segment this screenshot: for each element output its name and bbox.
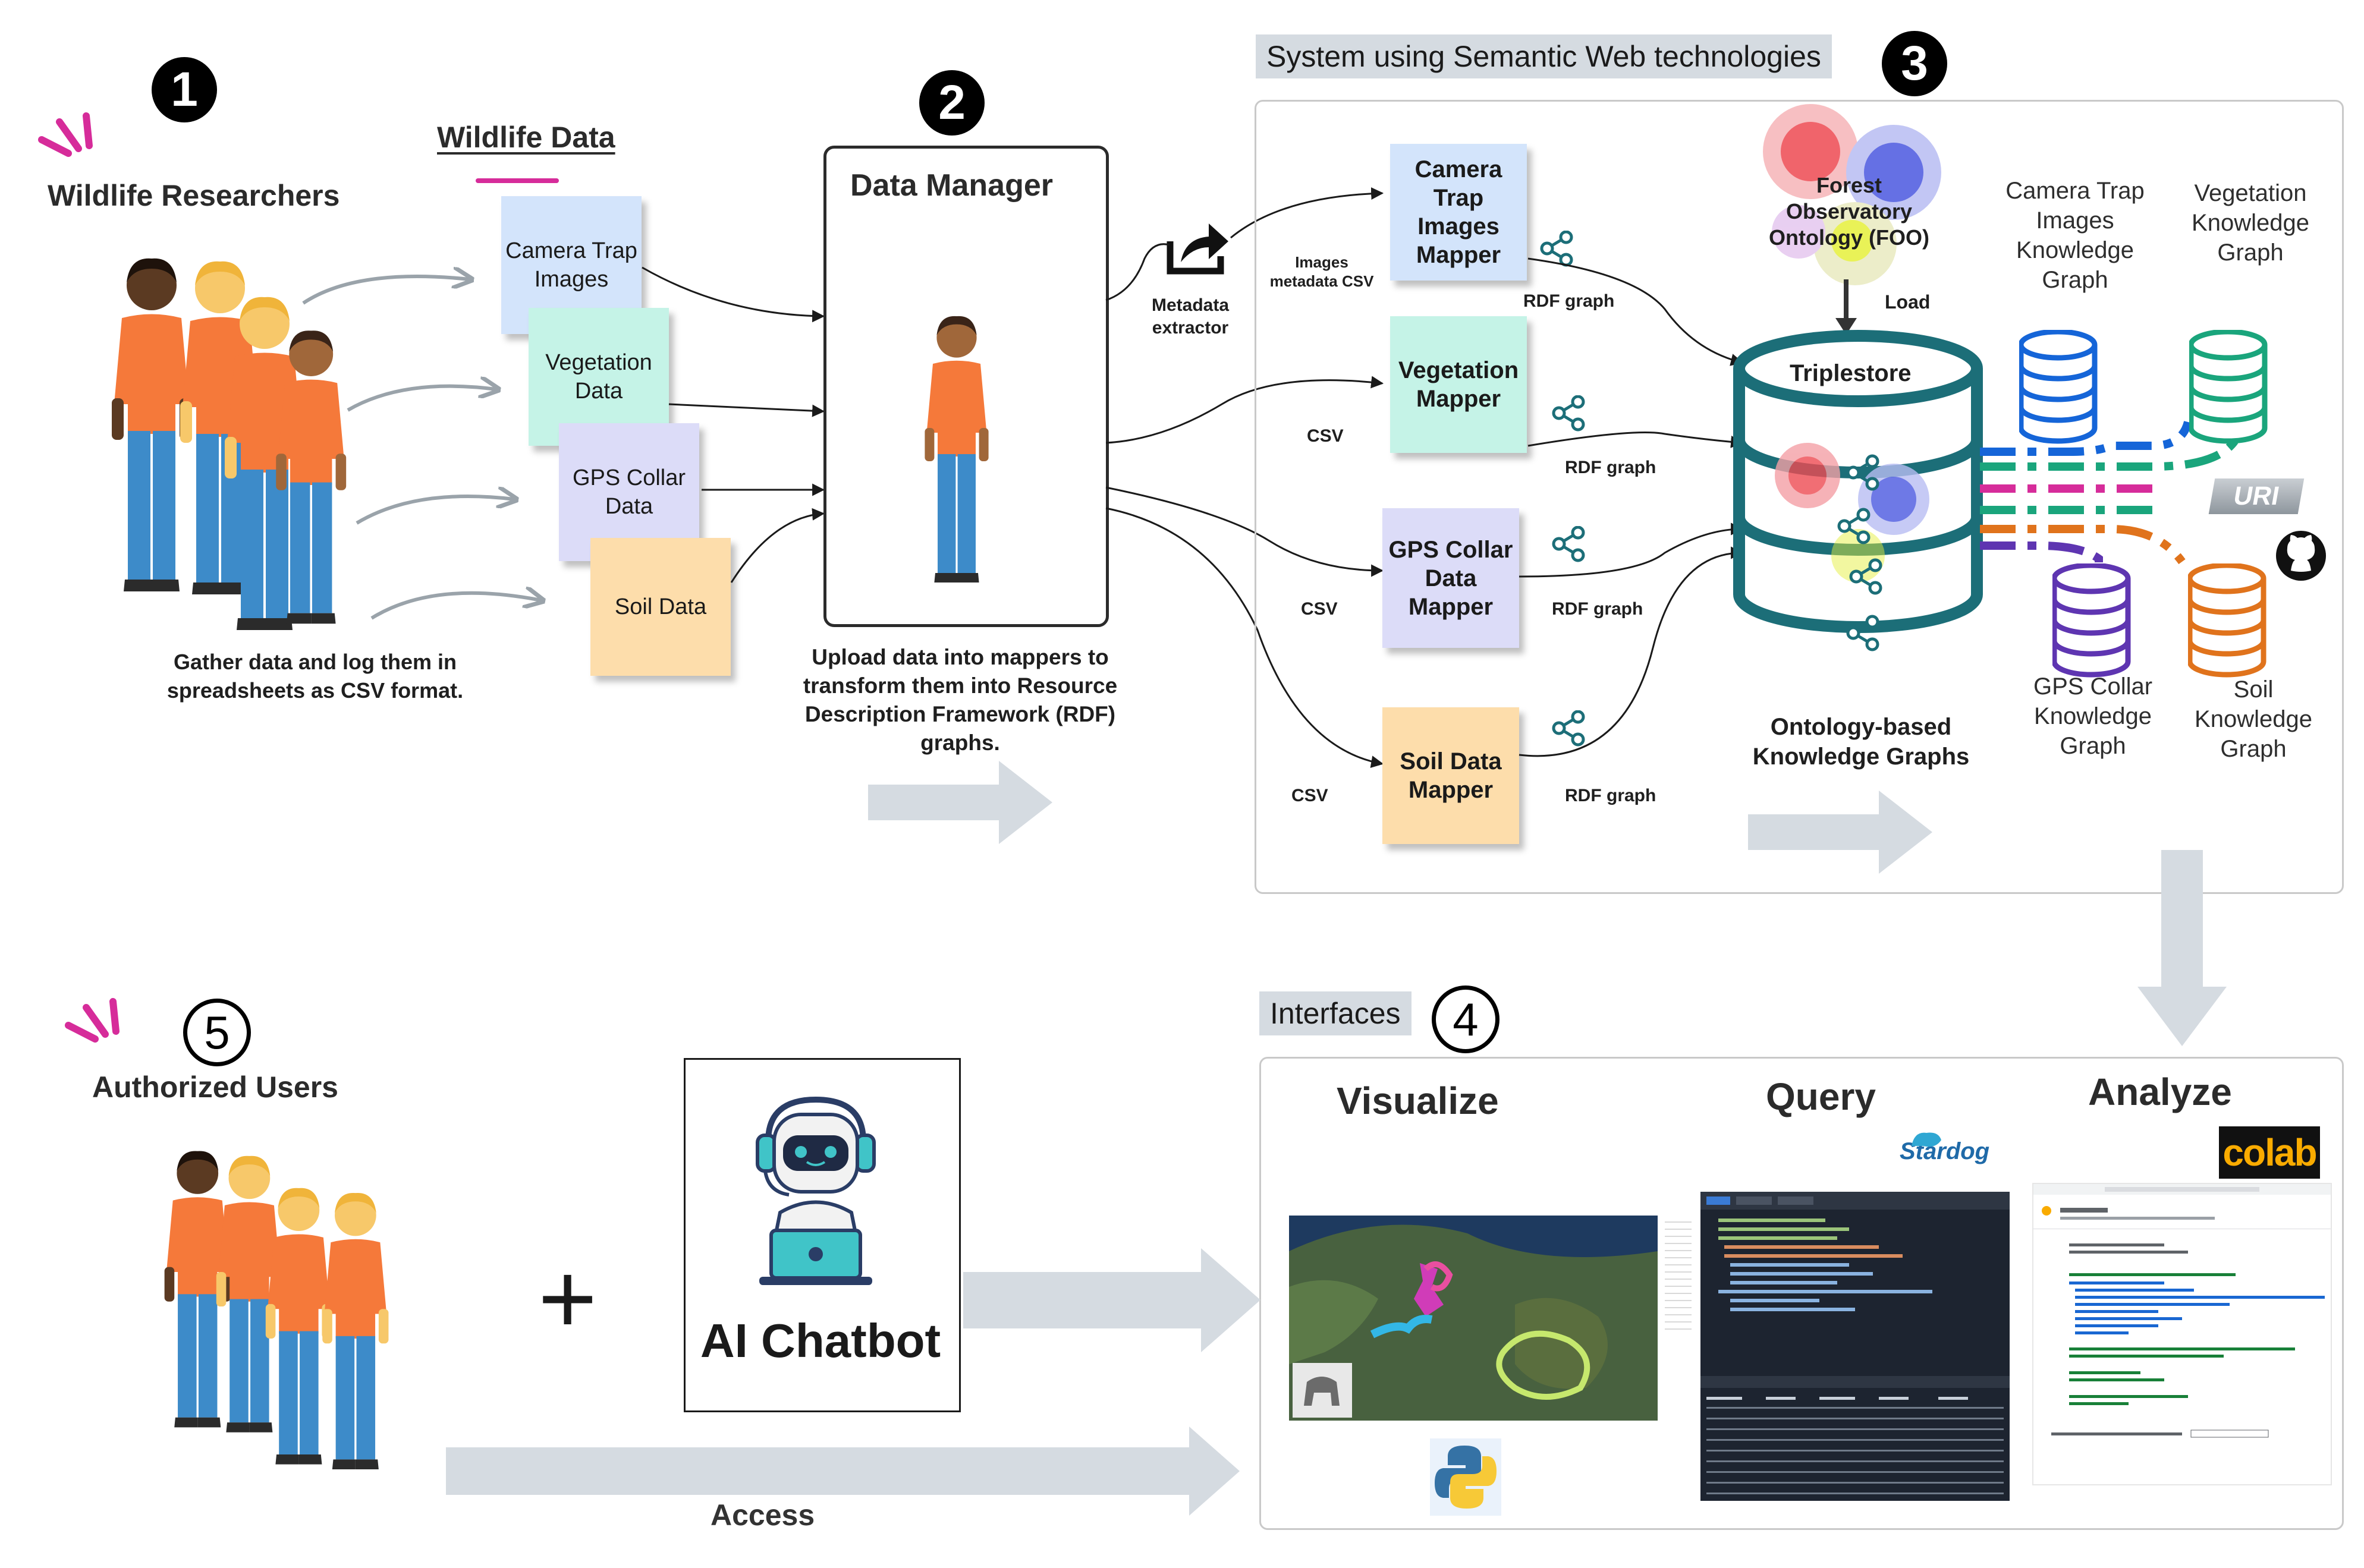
- note-vegetation-data: Vegetation Data: [529, 308, 669, 446]
- rdf-label-vegetation: RDF graph: [1565, 458, 1656, 477]
- python-logo-icon: [1430, 1438, 1501, 1516]
- kg-gps-db-icon: [2052, 563, 2133, 682]
- kg-gps-label: GPS Collar Knowledge Graph: [2033, 673, 2153, 759]
- researchers-title: Wildlife Researchers: [48, 179, 340, 212]
- github-icon: [2276, 531, 2326, 581]
- query-title: Query: [1766, 1075, 1876, 1118]
- step-5-badge: 5: [183, 999, 251, 1066]
- wildlife-data-title: Wildlife Data: [437, 121, 615, 154]
- load-arrow: [1835, 279, 1857, 335]
- sparkle-icon-2: [65, 998, 120, 1043]
- system-title: System using Semantic Web technologies: [1256, 34, 1832, 78]
- triplestore-label: Triplestore: [1790, 360, 1912, 386]
- visualize-title: Visualize: [1337, 1079, 1499, 1122]
- kg-dashed-connectors: [1980, 420, 2239, 565]
- rdf-label-gps: RDF graph: [1552, 599, 1643, 619]
- colab-logo: colab: [2219, 1126, 2320, 1179]
- uri-badge: URI: [2208, 478, 2305, 514]
- access-arrow: [446, 1427, 1240, 1516]
- kg-vegetation-label: Vegetation Knowledge Graph: [2192, 180, 2309, 266]
- step-2-badge: 2: [919, 70, 985, 136]
- interfaces-title: Interfaces: [1259, 991, 1412, 1035]
- flow-arrow-right-3: [1748, 791, 1932, 874]
- step-1-badge: 1: [152, 57, 217, 122]
- metadata-extractor-label: Metadata extractor: [1151, 295, 1230, 338]
- map-visualization-screenshot: [1289, 1216, 1658, 1421]
- mapper-gps-collar: GPS Collar Data Mapper: [1382, 508, 1519, 648]
- access-label: Access: [711, 1498, 815, 1532]
- csv-label-soil: CSV: [1291, 786, 1328, 805]
- kg-soil-label: Soil Knowledge Graph: [2195, 676, 2312, 762]
- rdf-label-camera: RDF graph: [1523, 291, 1615, 311]
- kg-caption: Ontology-based Knowledge Graphs: [1752, 714, 1970, 770]
- ontology-label: Forest Observatory Ontology (FOO): [1769, 173, 1929, 250]
- data-manager-caption: Upload data into mappers to transform th…: [803, 645, 1118, 755]
- kg-camera-db-icon: [2019, 330, 2099, 449]
- system-panel: [1255, 100, 2344, 894]
- manager-to-mapper-connectors: [1105, 187, 1384, 769]
- plus-sign: +: [538, 1242, 598, 1355]
- stardog-dog-icon: [1912, 1132, 1941, 1147]
- robot-icon: [756, 1096, 876, 1285]
- mapper-camera-trap: Camera Trap Images Mapper: [1390, 144, 1527, 281]
- authorized-users-group-illustration: [164, 1151, 389, 1469]
- researchers-caption: Gather data and log them in spreadsheets…: [166, 650, 464, 703]
- note-soil-data: Soil Data: [590, 538, 731, 676]
- note-camera-trap-images: Camera Trap Images: [501, 196, 642, 334]
- ontology-network-graphic: [1763, 104, 1941, 285]
- mapper-to-triplestore-connectors: [1519, 257, 1744, 757]
- notes-to-manager-connectors: [642, 266, 825, 583]
- interfaces-panel: [1259, 1057, 2344, 1530]
- data-manager-title: Data Manager: [850, 168, 1053, 203]
- ai-chatbot-label: AI Chatbot: [700, 1314, 941, 1367]
- csv-label-gps: CSV: [1301, 599, 1338, 619]
- authorized-users-title: Authorized Users: [92, 1070, 338, 1104]
- step-4-badge: 4: [1432, 985, 1499, 1053]
- flow-arrow-down-to-interfaces: [2137, 850, 2227, 1046]
- analyze-title: Analyze: [2088, 1070, 2232, 1113]
- data-manager-person: [925, 316, 989, 583]
- mapper-soil: Soil Data Mapper: [1382, 707, 1519, 844]
- images-metadata-csv-label: Images metadata CSV: [1269, 253, 1374, 290]
- wildlife-data-highlight: [476, 178, 559, 183]
- flow-arrow-right-2: [868, 761, 1052, 844]
- csv-label-vegetation: CSV: [1307, 426, 1344, 446]
- chatbot-to-interfaces-arrow: [963, 1248, 1260, 1352]
- kg-soil-db-icon: [2188, 563, 2268, 682]
- sparkle-icon: [38, 112, 93, 157]
- triplestore-cylinder-icon: [1733, 330, 1983, 660]
- gray-flow-arrows: [302, 250, 565, 620]
- colab-notebook-screenshot: [2032, 1183, 2332, 1485]
- rdf-label-soil: RDF graph: [1565, 786, 1656, 805]
- step-3-badge: 3: [1882, 31, 1947, 96]
- map-legend: [1665, 1216, 1692, 1334]
- load-label: Load: [1885, 291, 1931, 313]
- kg-vegetation-db-icon: [2189, 330, 2269, 449]
- kg-camera-label: Camera Trap Images Knowledge Graph: [2005, 178, 2145, 293]
- query-editor-screenshot: [1700, 1192, 2010, 1501]
- mapper-vegetation: Vegetation Mapper: [1390, 316, 1527, 453]
- metadata-extractor-icon: [1167, 223, 1228, 275]
